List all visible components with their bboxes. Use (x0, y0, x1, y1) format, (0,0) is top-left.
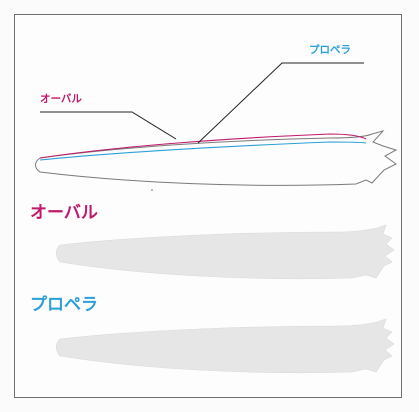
oval-section-title: オーバル (30, 203, 98, 223)
small-mark (151, 189, 153, 191)
comparison-outline (35, 130, 398, 191)
oval-callout-label: オーバル (40, 93, 82, 105)
oval-leader-line (40, 111, 177, 140)
propeller-section-title: プロペラ (30, 295, 98, 315)
propeller-callout-label: プロペラ (309, 44, 351, 56)
oval-blade-shape (55, 224, 395, 280)
propeller-leader-line (197, 62, 364, 144)
propeller-curve (39, 141, 367, 161)
oval-curve (39, 133, 367, 159)
blade-outline (35, 130, 398, 186)
propeller-blade-shape (55, 318, 395, 374)
